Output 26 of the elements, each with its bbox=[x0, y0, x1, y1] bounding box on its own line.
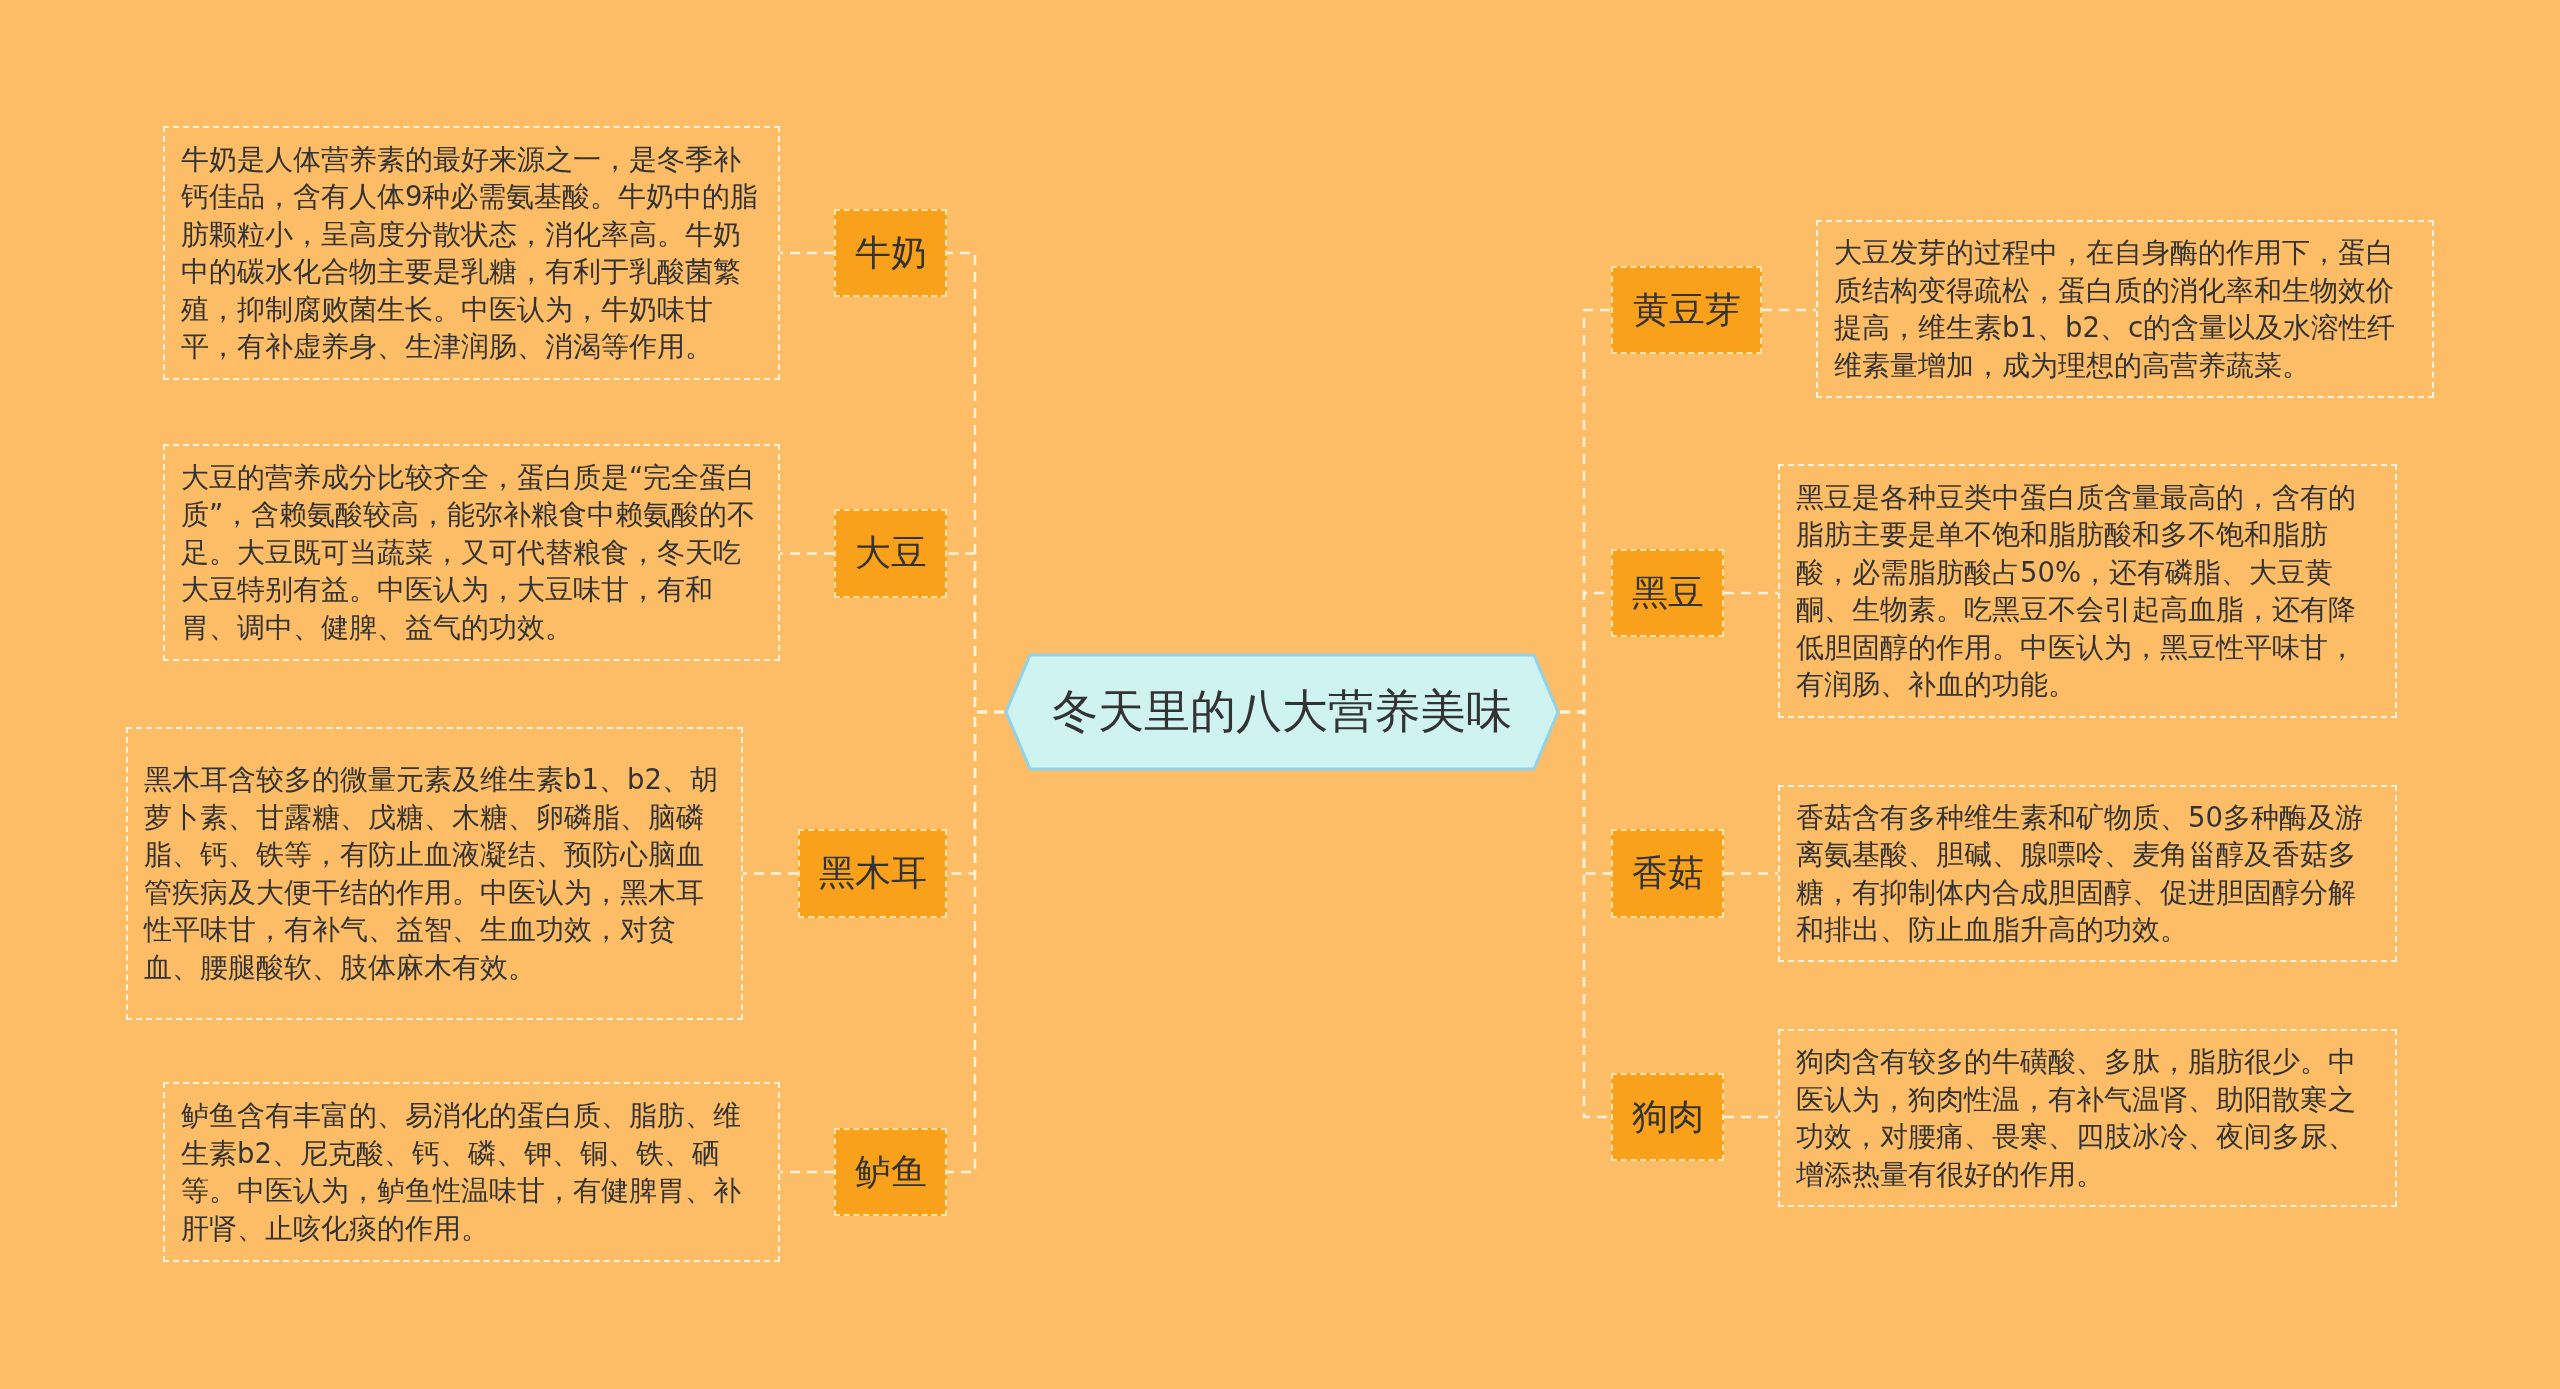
description-box: 鲈鱼含有丰富的、易消化的蛋白质、脂肪、维生素b2、尼克酸、钙、磷、钾、铜、铁、硒等。中医认为，鲈鱼性温味甘，有健脾胃、补肝肾、止咳化痰的作用。 bbox=[163, 1082, 780, 1262]
connector-line bbox=[1724, 591, 1778, 595]
connector-line bbox=[780, 552, 834, 555]
connector-line bbox=[780, 251, 834, 255]
topic-box: 黑木耳 bbox=[798, 829, 947, 918]
connector-line bbox=[780, 1170, 834, 1174]
description-box: 黑豆是各种豆类中蛋白质含量最高的，含有的脂肪主要是单不饱和脂肪酸和多不饱和脂肪酸，必需脂肪酸占50%，还有磷脂、大豆黄酮、生物素。吃黑豆不会引起高血脂，还有降低胆固醇的作用。中医认为，黑豆性平味甘，有润肠、补血的功能。 bbox=[1778, 464, 2397, 718]
connector-line bbox=[743, 872, 798, 875]
description-box: 黑木耳含较多的微量元素及维生素b1、b2、胡萝卜素、甘露糖、戊糖、木糖、卵磷脂、脑磷脂、钙、铁等，有防止血液凝结、预防心脑血管疾病及大便干结的作用。中医认为，黑木耳性平味甘，有补气、益智、生血功效，对贫血、腰腿酸软、肢体麻木有效。 bbox=[126, 727, 743, 1020]
central-topic-hexagon: 冬天里的八大营养美味 bbox=[1004, 653, 1560, 771]
connector-line bbox=[1762, 308, 1816, 312]
topic-box: 香菇 bbox=[1611, 829, 1724, 918]
topic-box: 黄豆芽 bbox=[1611, 266, 1762, 354]
topic-box: 鲈鱼 bbox=[834, 1128, 947, 1216]
connector-line bbox=[1724, 872, 1778, 875]
topic-box: 牛奶 bbox=[834, 209, 947, 297]
topic-box: 黑豆 bbox=[1611, 549, 1724, 637]
description-box: 大豆的营养成分比较齐全，蛋白质是“完全蛋白质”，含赖氨酸较高，能弥补粮食中赖氨酸的不足。大豆既可当蔬菜，又可代替粮食，冬天吃大豆特别有益。中医认为，大豆味甘，有和胃、调中、健脾、益气的功效。 bbox=[163, 444, 780, 661]
connector-line bbox=[1724, 1115, 1778, 1119]
description-box: 香菇含有多种维生素和矿物质、50多种酶及游离氨基酸、胆碱、腺嘌呤、麦角甾醇及香菇多糖，有抑制体内合成胆固醇、促进胆固醇分解和排出、防止血脂升高的功效。 bbox=[1778, 785, 2397, 962]
connector-line bbox=[947, 710, 1004, 1174]
topic-box: 狗肉 bbox=[1611, 1073, 1724, 1161]
topic-box: 大豆 bbox=[834, 509, 947, 598]
description-box: 牛奶是人体营养素的最好来源之一，是冬季补钙佳品，含有人体9种必需氨基酸。牛奶中的脂肪颗粒小，呈高度分散状态，消化率高。牛奶中的碳水化合物主要是乳糖，有利于乳酸菌繁殖，抑制腐败菌生长。中医认为，牛奶味甘平，有补虚养身、生津润肠、消渴等作用。 bbox=[163, 126, 780, 380]
description-box: 大豆发芽的过程中，在自身酶的作用下，蛋白质结构变得疏松，蛋白质的消化率和生物效价提高，维生素b1、b2、c的含量以及水溶性纤维素量增加，成为理想的高营养蔬菜。 bbox=[1816, 220, 2434, 398]
description-box: 狗肉含有较多的牛磺酸、多肽，脂肪很少。中医认为，狗肉性温，有补气温肾、助阳散寒之功效，对腰痛、畏寒、四肢冰冷、夜间多尿、增添热量有很好的作用。 bbox=[1778, 1029, 2397, 1207]
